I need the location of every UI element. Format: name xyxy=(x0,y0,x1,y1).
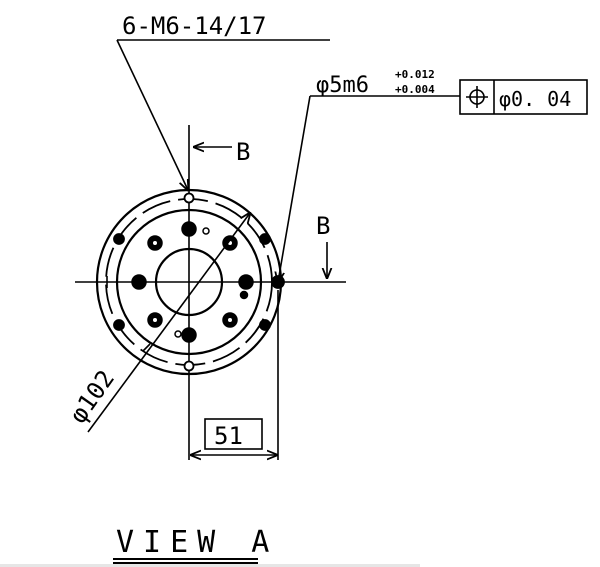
centerlines xyxy=(75,125,346,460)
hub-circle xyxy=(154,247,224,317)
offset-dimension-label: 51 xyxy=(214,422,243,450)
offset-dimension xyxy=(191,290,279,460)
section-marker-top: B xyxy=(236,138,250,166)
view-title: VIEW A xyxy=(116,525,278,560)
inner-holes xyxy=(131,221,254,343)
lower-tolerance: +0.004 xyxy=(395,83,435,96)
page-edge xyxy=(0,564,420,567)
diameter-dimension xyxy=(87,213,250,433)
section-marker-right: B xyxy=(316,212,330,240)
thread-note-leader xyxy=(116,39,330,190)
outer-diameter-label: φ102 xyxy=(64,365,120,428)
view-title-underline xyxy=(113,558,258,564)
upper-tolerance: +0.012 xyxy=(395,68,435,81)
thread-note: 6-M6-14/17 xyxy=(122,12,267,40)
inner-ring xyxy=(115,208,263,356)
position-icon xyxy=(466,86,488,108)
pin-diameter-label: φ5m6 xyxy=(316,73,369,98)
pin-leader xyxy=(278,95,460,282)
outer-holes xyxy=(113,192,285,372)
position-tolerance-value: φ0. 04 xyxy=(499,87,571,111)
